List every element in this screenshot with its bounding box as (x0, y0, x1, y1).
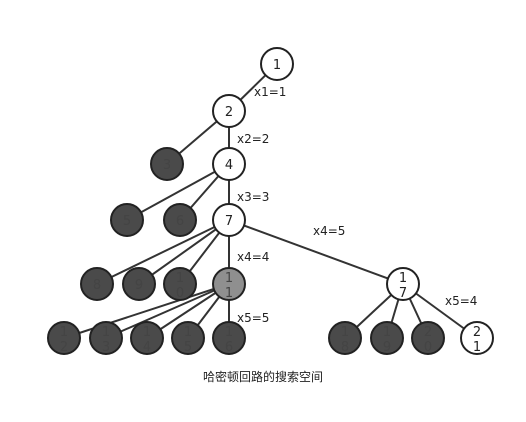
node-circle-n15 (171, 321, 205, 355)
node-circle-n12 (47, 321, 81, 355)
node-circle-n8 (80, 267, 114, 301)
node-circle-n11 (212, 267, 246, 301)
node-circle-n20 (411, 321, 445, 355)
node-circle-n14 (130, 321, 164, 355)
node-circle-n2 (212, 94, 246, 128)
node-circle-n4 (212, 147, 246, 181)
node-circle-n10 (163, 267, 197, 301)
node-circle-n9 (122, 267, 156, 301)
node-circle-n7 (212, 203, 246, 237)
edge-n7-n17 (228, 219, 404, 285)
tree-node-n7: 7 (212, 203, 246, 237)
node-circle-n13 (89, 321, 123, 355)
edge-n11-n13 (105, 283, 230, 339)
node-label-n8: 8 (93, 278, 101, 293)
tree-node-n6: 6 (163, 203, 197, 237)
node-label-n3: 3 (163, 158, 171, 173)
node-label-n6: 6 (176, 214, 184, 229)
tree-edges (63, 63, 478, 339)
node-circle-n18 (328, 321, 362, 355)
edge-label-l5b: x5=4 (445, 294, 477, 308)
node-circle-n19 (370, 321, 404, 355)
node-circle-n3 (150, 147, 184, 181)
node-circle-n17 (386, 267, 420, 301)
node-circle-n6 (163, 203, 197, 237)
edge-n7-n8 (96, 219, 230, 285)
edge-label-l5a: x5=5 (237, 311, 269, 325)
tree-node-n5: 5 (110, 203, 144, 237)
node-label-n9: 9 (135, 278, 143, 293)
edge-n4-n5 (126, 163, 230, 221)
tree-node-n4: 4 (212, 147, 246, 181)
edge-label-l4a: x4=4 (237, 250, 269, 264)
edge-label-l1: x1=1 (254, 85, 286, 99)
node-circle-n21 (460, 321, 494, 355)
tree-node-n2: 2 (212, 94, 246, 128)
edge-n7-n9 (138, 219, 230, 285)
edge-n11-n12 (63, 283, 230, 339)
node-circle-n16 (212, 321, 246, 355)
node-label-n2: 2 (225, 105, 233, 120)
edge-label-l2: x2=2 (237, 132, 269, 146)
edge-labels: x1=1 x2=2 x3=3 x4=4 x4=5 x5=5 x5=4 (237, 85, 477, 325)
node-label-n5: 5 (123, 214, 131, 229)
node-label-n1: 1 (273, 58, 281, 73)
tree-node-n3: 3 (150, 147, 184, 181)
tree-node-n9: 9 (122, 267, 156, 301)
edge-label-l3: x3=3 (237, 190, 269, 204)
node-circle-n5 (110, 203, 144, 237)
node-circle-n1 (260, 47, 294, 81)
tree-node-n8: 8 (80, 267, 114, 301)
diagram-caption: 哈密顿回路的搜索空间 (202, 370, 323, 384)
edge-label-l4b: x4=5 (313, 224, 345, 238)
node-label-n4: 4 (225, 158, 233, 173)
node-label-n7: 7 (225, 214, 233, 229)
tree-node-n1: 1 (260, 47, 294, 81)
